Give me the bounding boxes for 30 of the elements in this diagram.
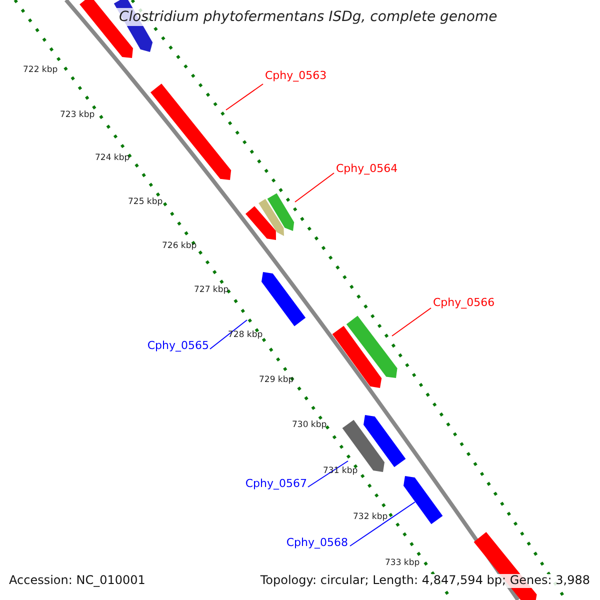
gene-label: Cphy_0567 — [245, 478, 307, 491]
scale-label: 723 kbp — [60, 111, 95, 121]
footer-text: Accession: NC_010001 — [9, 574, 146, 588]
gene-label: Cphy_0564 — [336, 163, 398, 176]
gene-feature — [346, 316, 398, 378]
gene-feature — [404, 476, 443, 524]
leader-line — [308, 460, 348, 488]
gene-feature — [267, 193, 294, 231]
scale-label: 728 kbp — [228, 331, 263, 341]
gene-label: Cphy_0565 — [147, 340, 209, 353]
scale-label: 732 kbp — [353, 513, 388, 523]
gene-feature — [150, 84, 232, 180]
gene-label: Cphy_0566 — [433, 297, 495, 310]
gene-feature — [262, 272, 306, 326]
scale-label: 730 kbp — [292, 421, 327, 431]
scale-label: 729 kbp — [259, 376, 294, 386]
leader-line — [226, 84, 264, 110]
scale-label: 722 kbp — [23, 66, 58, 76]
scale-label: 726 kbp — [162, 242, 197, 252]
gene-label: Cphy_0563 — [265, 70, 327, 83]
scale-label: 727 kbp — [194, 286, 229, 296]
scale-label: 724 kbp — [95, 154, 130, 164]
leader-line — [210, 320, 248, 350]
gene-label: Cphy_0568 — [286, 537, 348, 550]
leader-line — [294, 172, 334, 202]
leader-line — [350, 502, 416, 546]
footer-text: Topology: circular; Length: 4,847,594 bp; Genes: 3,988 — [260, 574, 590, 588]
scale-label: 725 kbp — [128, 198, 163, 208]
scale-label: 733 kbp — [385, 559, 420, 569]
leader-line — [392, 308, 432, 336]
